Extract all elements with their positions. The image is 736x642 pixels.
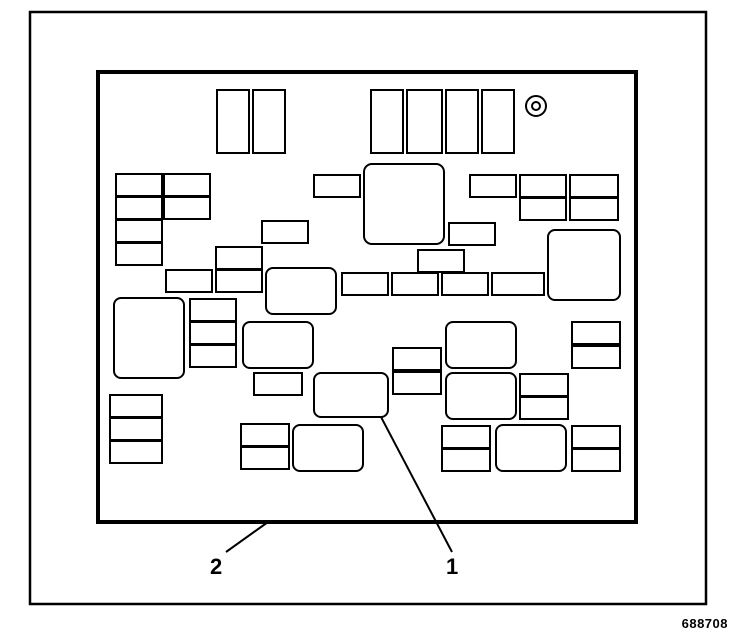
maxi-fuse bbox=[252, 89, 286, 154]
leader-line-2 bbox=[225, 521, 269, 553]
mini-fuse bbox=[571, 321, 621, 345]
mini-fuse bbox=[109, 417, 163, 441]
mini-fuse bbox=[391, 272, 439, 296]
mini-fuse bbox=[115, 219, 163, 243]
maxi-fuse bbox=[216, 89, 250, 154]
mini-fuse bbox=[253, 372, 303, 396]
figure-id: 688708 bbox=[681, 616, 728, 631]
mini-fuse bbox=[115, 173, 163, 197]
mini-fuse bbox=[189, 321, 237, 345]
relay-large bbox=[547, 229, 621, 301]
mini-fuse bbox=[165, 269, 213, 293]
mini-fuse bbox=[189, 344, 237, 368]
callout-label-2: 2 bbox=[210, 554, 223, 579]
mini-fuse bbox=[392, 371, 442, 395]
leader-line-1 bbox=[380, 416, 453, 553]
mini-fuse bbox=[115, 242, 163, 266]
components bbox=[109, 89, 621, 472]
mini-fuse bbox=[215, 246, 263, 270]
maxi-fuse bbox=[481, 89, 515, 154]
mini-fuse bbox=[519, 174, 567, 198]
mini-fuse bbox=[448, 222, 496, 246]
mini-fuse bbox=[441, 425, 491, 449]
mini-fuse bbox=[571, 448, 621, 472]
relay bbox=[265, 267, 337, 315]
mini-fuse bbox=[261, 220, 309, 244]
mini-fuse bbox=[341, 272, 389, 296]
mini-fuse bbox=[441, 272, 489, 296]
relay bbox=[292, 424, 364, 472]
mini-fuse bbox=[519, 373, 569, 397]
relay bbox=[242, 321, 314, 369]
relay-large bbox=[113, 297, 185, 379]
mini-fuse bbox=[569, 174, 619, 198]
mini-fuse bbox=[417, 249, 465, 273]
relay bbox=[445, 372, 517, 420]
mini-fuse bbox=[109, 440, 163, 464]
maxi-fuse bbox=[370, 89, 404, 154]
relay bbox=[495, 424, 567, 472]
callout-label-1: 1 bbox=[446, 554, 459, 579]
mini-fuse bbox=[163, 196, 211, 220]
maxi-fuse bbox=[445, 89, 479, 154]
mini-fuse bbox=[571, 345, 621, 369]
mini-fuse bbox=[215, 269, 263, 293]
mini-fuse bbox=[469, 174, 517, 198]
mini-fuse bbox=[519, 396, 569, 420]
relay-callout-1 bbox=[313, 372, 389, 418]
stud-terminal-center bbox=[531, 101, 541, 111]
mini-fuse bbox=[491, 272, 545, 296]
mini-fuse bbox=[109, 394, 163, 418]
outer-frame bbox=[28, 10, 708, 606]
mini-fuse bbox=[569, 197, 619, 221]
mini-fuse bbox=[571, 425, 621, 449]
mini-fuse bbox=[240, 446, 290, 470]
mini-fuse bbox=[519, 197, 567, 221]
mini-fuse bbox=[163, 173, 211, 197]
mini-fuse bbox=[392, 347, 442, 371]
mini-fuse bbox=[441, 448, 491, 472]
mini-fuse bbox=[115, 196, 163, 220]
maxi-fuse bbox=[406, 89, 443, 154]
relay-large bbox=[363, 163, 445, 245]
mini-fuse bbox=[189, 298, 237, 322]
mini-fuse bbox=[240, 423, 290, 447]
fuse-block-panel bbox=[96, 70, 638, 524]
mini-fuse bbox=[313, 174, 361, 198]
relay bbox=[445, 321, 517, 369]
